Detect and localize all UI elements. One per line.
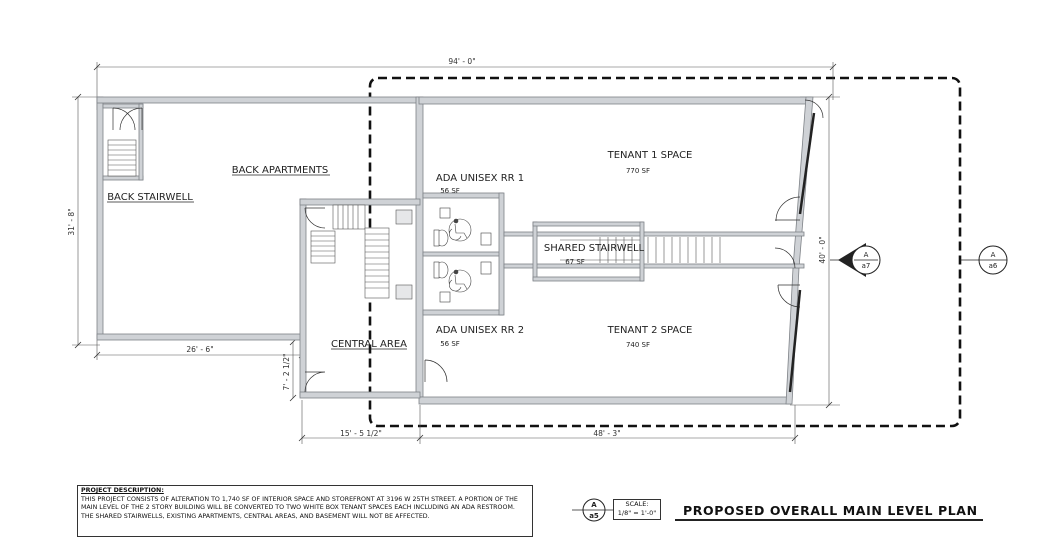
back-apartments-label: BACK APARTMENTS: [232, 165, 329, 176]
stairs: [107, 139, 721, 300]
tenant-width-label: 48' - 3": [593, 429, 620, 438]
overall-width-label: 94' - 0": [448, 57, 475, 66]
elevation-sheet: a6: [989, 262, 998, 270]
back-stairwell-label: BACK STAIRWELL: [107, 192, 193, 203]
plan-title: PROPOSED OVERALL MAIN LEVEL PLAN: [683, 503, 978, 518]
tenant1-sf: 770 SF: [626, 167, 650, 175]
scale-value: 1/8" = 1'-0": [617, 509, 657, 517]
building-walls: [96, 96, 814, 405]
project-description-heading: PROJECT DESCRIPTION:: [81, 487, 164, 494]
shared-stairwell-sf: 67 SF: [565, 258, 585, 266]
left-height-label: 31' - 8": [67, 208, 76, 235]
central-height-label: 7' - 2 1/2": [282, 354, 291, 391]
central-width-label: 15' - 5 1/2": [340, 429, 382, 438]
project-description-text: THIS PROJECT CONSISTS OF ALTERATION TO 1…: [81, 495, 518, 520]
back-width-label: 26' - 6": [186, 345, 213, 354]
section-letter: A: [864, 251, 869, 259]
project-description: PROJECT DESCRIPTION: THIS PROJECT CONSIS…: [77, 485, 533, 537]
plan-title-underline: [675, 519, 983, 521]
right-height-label: 40' - 0": [818, 236, 827, 263]
right-height-dimension: 40' - 0": [790, 93, 840, 409]
back-width-dimension: 26' - 6": [93, 340, 306, 360]
section-sheet: a7: [862, 262, 871, 270]
ada-rr2-label: ADA UNISEX RR 2: [436, 325, 524, 336]
shared-stairwell-label: SHARED STAIRWELL: [544, 243, 645, 254]
ada-rr2-sf: 56 SF: [440, 340, 460, 348]
scale-box: SCALE: 1/8" = 1'-0": [613, 499, 661, 520]
ada-rr1-sf: 56 SF: [440, 187, 460, 195]
bottom-dimensions: 15' - 5 1/2" 48' - 3": [298, 400, 799, 444]
doors: [112, 99, 824, 393]
detail-sheet: a5: [589, 512, 599, 520]
central-height-dimension: 7' - 2 1/2": [282, 338, 297, 402]
tenant2-sf: 740 SF: [626, 341, 650, 349]
central-area-label: CENTRAL AREA: [331, 339, 407, 350]
elevation-letter: A: [991, 251, 996, 259]
restroom-fixtures: [433, 207, 492, 303]
tenant1-label: TENANT 1 SPACE: [607, 150, 693, 161]
ada-rr1-label: ADA UNISEX RR 1: [436, 173, 524, 184]
room-labels: BACK APARTMENTS BACK STAIRWELL CENTRAL A…: [107, 150, 692, 350]
overall-dimension: 94' - 0": [93, 57, 837, 110]
section-callout: A a7: [830, 243, 881, 277]
left-height-dimension: 31' - 8": [67, 93, 100, 349]
detail-letter: A: [591, 501, 597, 509]
tenant2-label: TENANT 2 SPACE: [607, 325, 693, 336]
scale-label: SCALE:: [625, 500, 649, 508]
elevation-callout: A a6: [960, 245, 1008, 275]
detail-marker: A a5: [572, 498, 614, 522]
